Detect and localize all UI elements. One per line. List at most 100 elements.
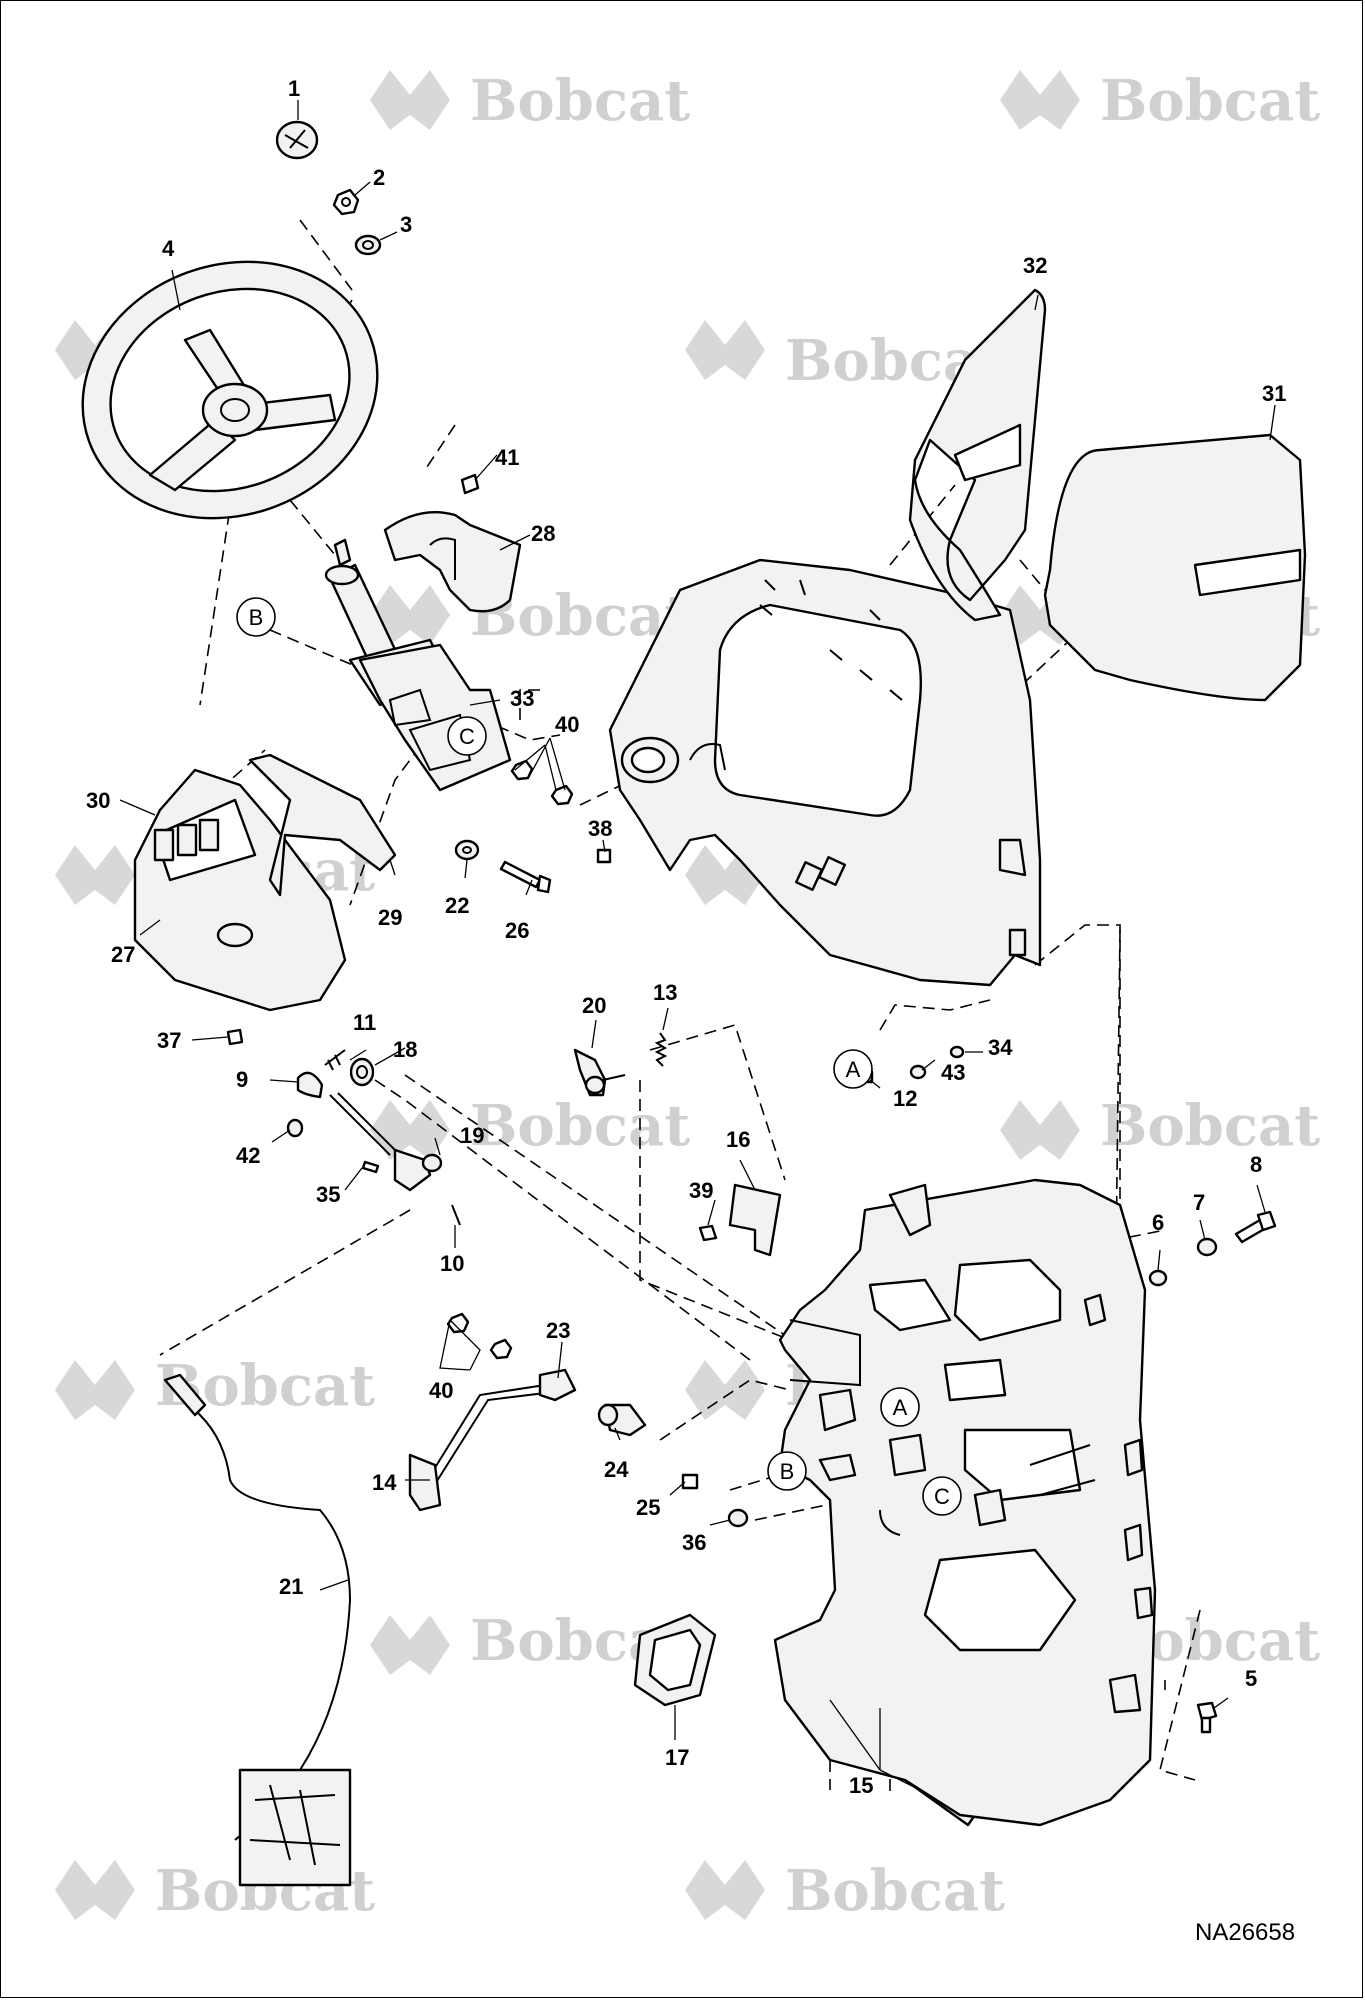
callout-label: 39 bbox=[689, 1178, 713, 1203]
callout-label: 38 bbox=[588, 816, 612, 841]
washer-part bbox=[354, 234, 382, 256]
callout-label: 7 bbox=[1193, 1190, 1205, 1215]
callout-label: 1 bbox=[288, 76, 300, 101]
lever-arm-part bbox=[408, 1368, 647, 1512]
side-cover-upper-part bbox=[908, 288, 1047, 622]
callout-label: 11 bbox=[353, 1010, 376, 1035]
callout-label: 37 bbox=[157, 1028, 181, 1053]
callout-label: 27 bbox=[111, 942, 135, 967]
pin-part bbox=[324, 1049, 346, 1071]
clip-part bbox=[286, 1118, 304, 1138]
screw-part bbox=[226, 1028, 244, 1046]
callout-label: 19 bbox=[460, 1123, 484, 1148]
ref-circle bbox=[767, 1451, 807, 1491]
lever-bracket-part bbox=[573, 1048, 626, 1097]
callout-label: 4 bbox=[162, 236, 175, 261]
callout-label: 3 bbox=[400, 212, 412, 237]
ref-circle bbox=[236, 597, 276, 637]
washer-part bbox=[1148, 1237, 1218, 1287]
callout-label: 29 bbox=[378, 905, 402, 930]
screw-part bbox=[460, 473, 480, 495]
callout-label: 13 bbox=[653, 980, 677, 1005]
ref-circle bbox=[880, 1387, 920, 1427]
washer-part bbox=[454, 839, 480, 861]
callout-label: 31 bbox=[1262, 381, 1286, 406]
callout-label: 43 bbox=[941, 1060, 965, 1085]
bolt-part bbox=[1196, 1701, 1218, 1734]
callout-label: 20 bbox=[582, 993, 606, 1018]
ref-label: A bbox=[893, 1395, 908, 1420]
ref-label: C bbox=[934, 1484, 950, 1509]
watermark-text: Bobcat bbox=[470, 1093, 690, 1159]
bolt-part bbox=[681, 1473, 699, 1490]
console-frame-part bbox=[773, 1178, 1157, 1827]
callout-label: 10 bbox=[440, 1251, 464, 1276]
watermark-text: Bobcat bbox=[1100, 1093, 1320, 1159]
callout-label: 6 bbox=[1152, 1210, 1164, 1235]
callout-label: 35 bbox=[316, 1182, 340, 1207]
callout-label: 32 bbox=[1023, 253, 1047, 278]
watermark-text: Bobcat bbox=[470, 68, 690, 134]
callout-label: 18 bbox=[393, 1037, 417, 1062]
trim-strip-part bbox=[248, 753, 397, 897]
callout-label: 15 bbox=[849, 1773, 873, 1798]
dash-panel-part bbox=[608, 558, 1042, 987]
callout-label: 42 bbox=[236, 1143, 260, 1168]
ref-circle bbox=[447, 716, 487, 756]
callout-label: 21 bbox=[279, 1574, 303, 1599]
washer-part bbox=[909, 1045, 965, 1080]
callout-label: 16 bbox=[726, 1127, 750, 1152]
bolt-part bbox=[1234, 1210, 1277, 1244]
upper-column-cover-part bbox=[383, 511, 522, 613]
bushing-part bbox=[349, 1057, 375, 1087]
ref-label: B bbox=[249, 605, 264, 630]
washer-part bbox=[727, 1508, 749, 1528]
callout-label: 34 bbox=[988, 1035, 1013, 1060]
callout-label: 30 bbox=[86, 788, 110, 813]
callout-label: 41 bbox=[495, 445, 519, 470]
column-bracket-part bbox=[358, 643, 512, 792]
side-cover-lower-part bbox=[1043, 433, 1307, 702]
boot-seal-part bbox=[633, 1613, 717, 1707]
callout-label: 12 bbox=[893, 1086, 917, 1111]
throttle-inset-part bbox=[238, 1768, 352, 1887]
ref-label: C bbox=[459, 724, 475, 749]
nut-part bbox=[446, 1312, 513, 1360]
callout-label: 8 bbox=[1250, 1152, 1262, 1177]
callout-label: 17 bbox=[665, 1745, 689, 1770]
callout-label: 40 bbox=[429, 1378, 453, 1403]
watermark-text: Bobcat bbox=[1100, 68, 1320, 134]
reference-marks: A A B B C C bbox=[236, 597, 962, 1516]
leader-lines bbox=[119, 100, 1276, 1791]
spring-part bbox=[654, 1032, 668, 1067]
mount-bracket-part bbox=[728, 1183, 782, 1257]
lower-column-cover-part bbox=[133, 768, 347, 1012]
drawing-id: NA26658 bbox=[1195, 1919, 1295, 1946]
knob-part bbox=[296, 1071, 324, 1099]
nut-part bbox=[332, 188, 360, 216]
callout-label: 33 bbox=[510, 686, 534, 711]
callout-label: 2 bbox=[373, 165, 385, 190]
callout-label: 14 bbox=[372, 1470, 397, 1495]
bolt-part bbox=[499, 860, 552, 894]
callout-label: 24 bbox=[604, 1457, 629, 1482]
throttle-lever-part bbox=[329, 1092, 461, 1226]
callout-label: 22 bbox=[445, 893, 469, 918]
callout-label: 9 bbox=[236, 1067, 248, 1092]
screw-part bbox=[596, 848, 612, 864]
ref-label: B bbox=[780, 1459, 795, 1484]
callout-label: 36 bbox=[682, 1530, 706, 1555]
nut-part bbox=[510, 759, 574, 806]
callout-label: 40 bbox=[555, 712, 579, 737]
ref-label: A bbox=[846, 1057, 861, 1082]
callout-label: 25 bbox=[636, 1495, 660, 1520]
horn-cap-part bbox=[275, 120, 319, 160]
callout-label: 26 bbox=[505, 918, 529, 943]
steering-wheel-part bbox=[81, 260, 379, 520]
watermark-text: Bobcat bbox=[785, 1858, 1005, 1924]
ref-circle bbox=[833, 1049, 873, 1089]
callout-label: 23 bbox=[546, 1318, 570, 1343]
callout-label: 5 bbox=[1245, 1666, 1257, 1691]
